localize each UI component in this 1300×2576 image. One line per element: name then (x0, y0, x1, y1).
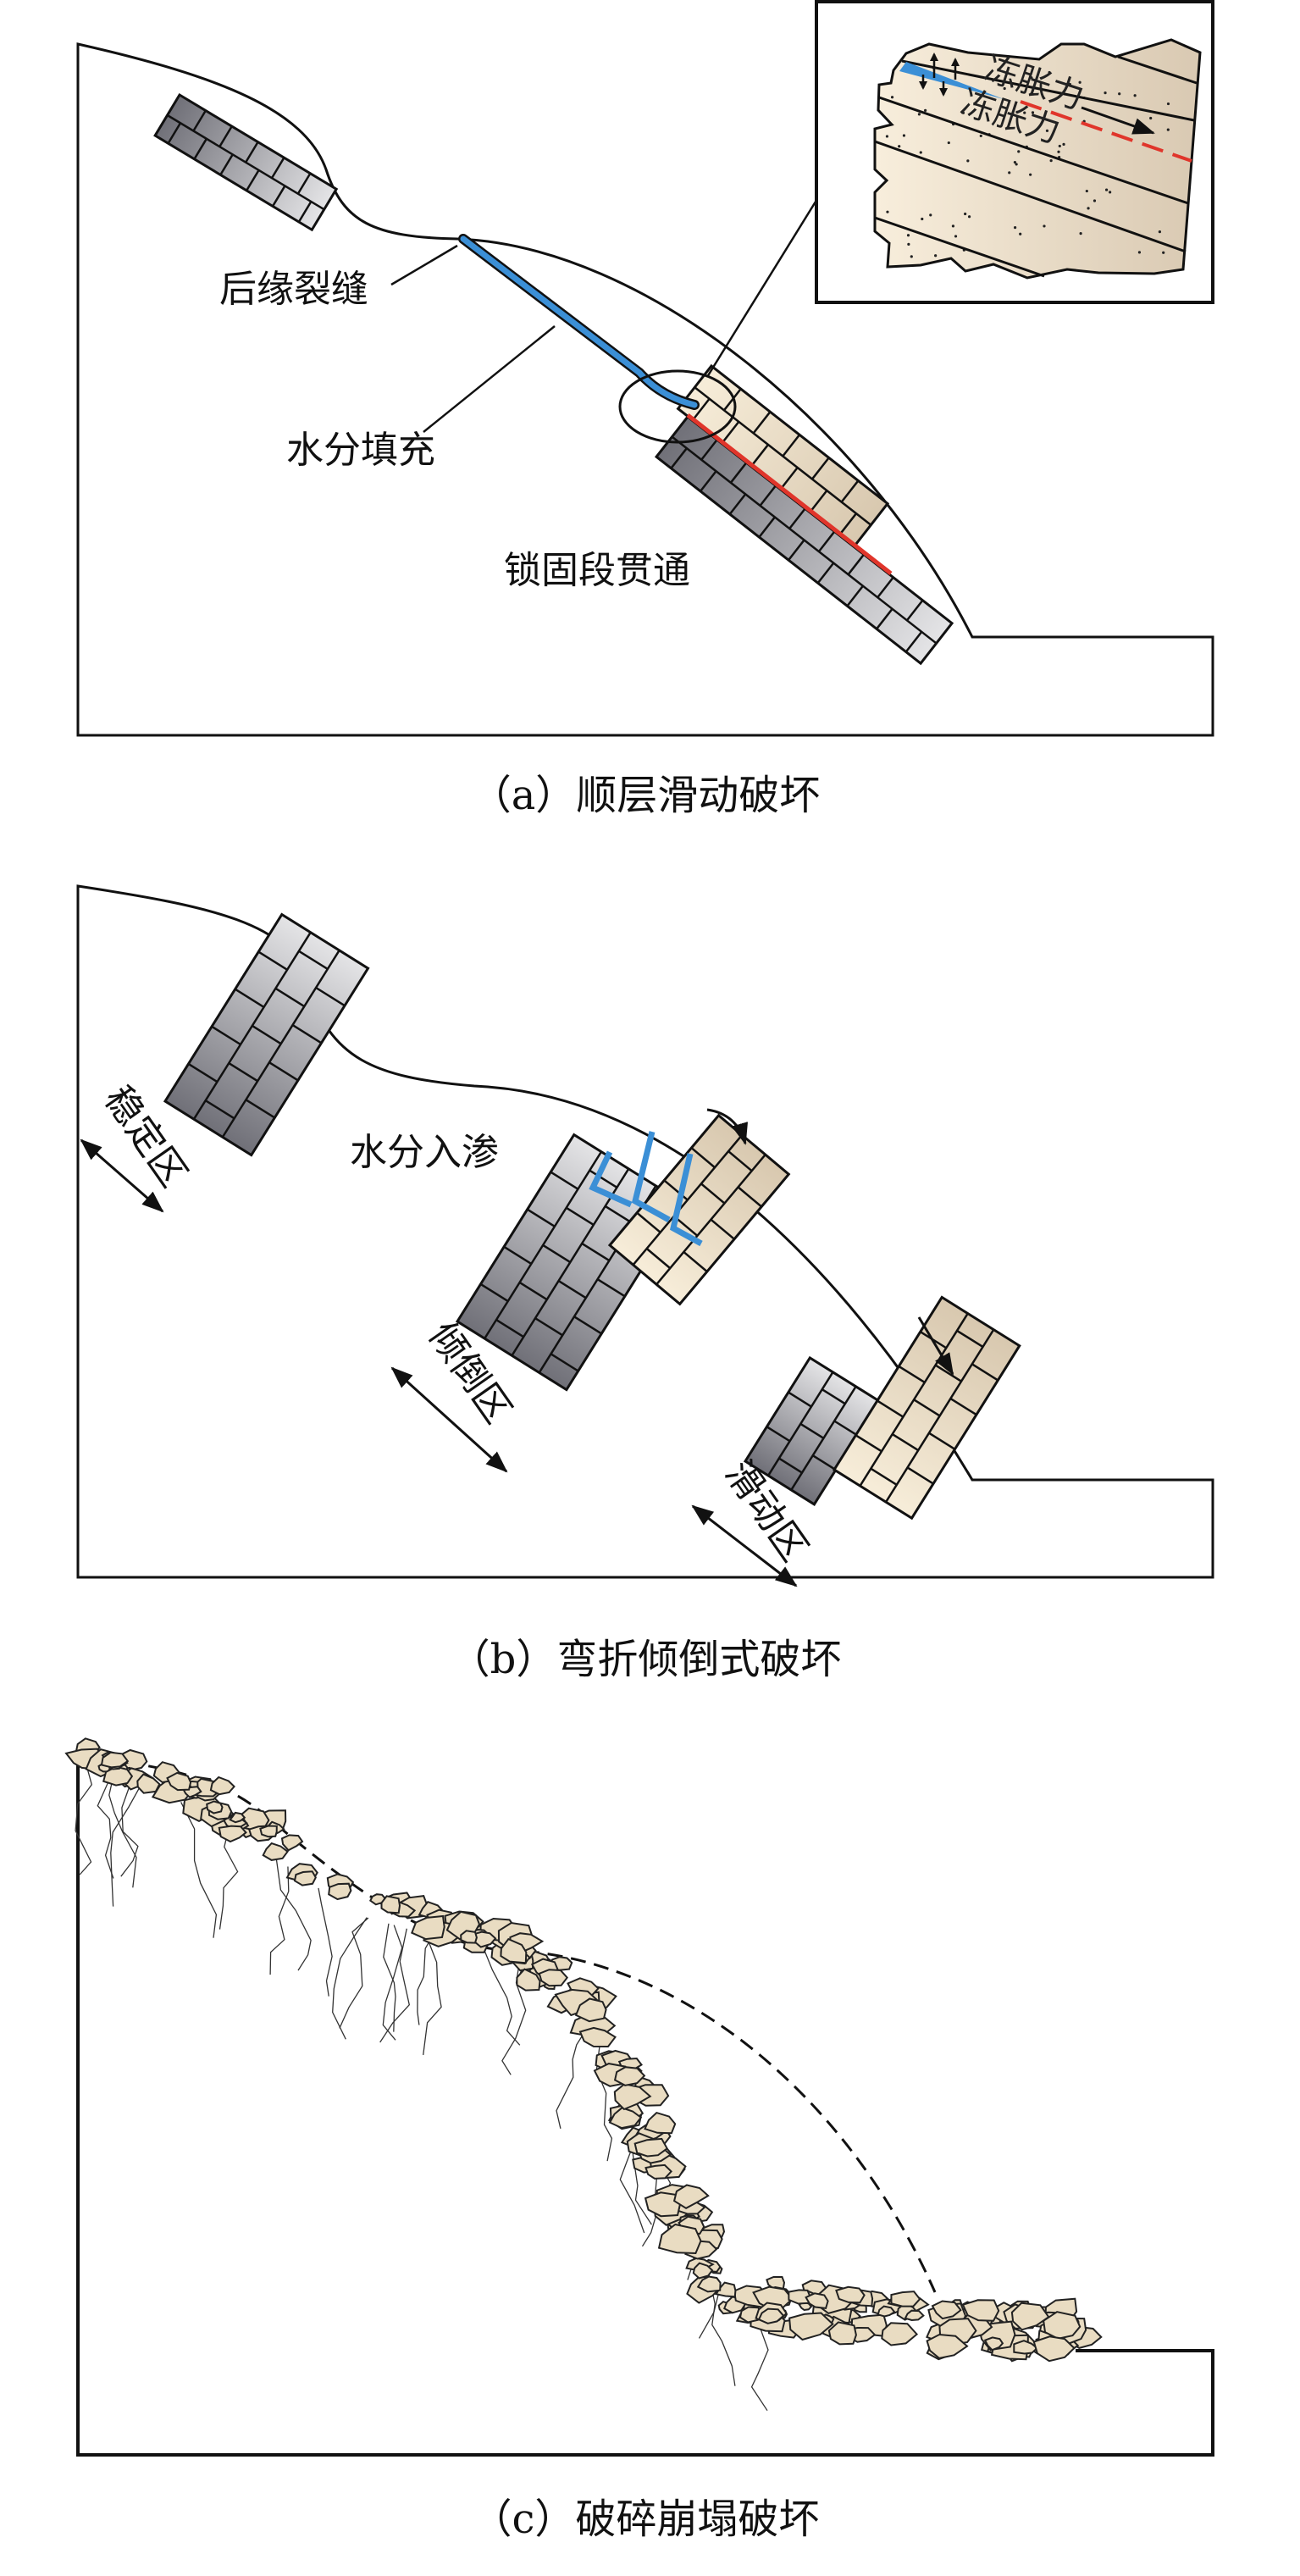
rock-fragment (961, 2299, 1000, 2322)
rock-debris (64, 1737, 1103, 2363)
panel-b: 水分入渗 稳定区 倾倒区 滑动区 （b）弯折倾倒式破坏 (76, 884, 1214, 1683)
rock-block (654, 414, 954, 666)
rock-block (832, 1295, 1021, 1521)
inset-frost-heave: 冻胀力 冻胀力 (815, 0, 1214, 304)
rock-fragment (644, 2191, 681, 2218)
rock-block (743, 1355, 881, 1506)
rock-fragment (578, 2026, 617, 2048)
rock-fragment (136, 1773, 161, 1794)
rock-fragment (644, 2163, 672, 2180)
rock-fragment (1010, 2302, 1050, 2331)
rock-fragment (516, 1968, 541, 1992)
rock-fragment (805, 2292, 829, 2309)
caption-a: （a）顺层滑动破坏 (471, 772, 821, 819)
water-wedge (899, 62, 1004, 99)
rock-fragment (206, 1800, 224, 1814)
rock-fragment (166, 1771, 192, 1792)
rock-fragment (696, 2275, 722, 2293)
leader-line (705, 194, 821, 378)
rock-fragment (1013, 2340, 1039, 2355)
rock-fragment (904, 2309, 925, 2322)
label-locked-segment-through: 锁固段贯通 (504, 549, 690, 592)
rock-fragment (100, 1751, 130, 1769)
rock-fragment (757, 2307, 785, 2324)
rock-fragment (613, 2066, 646, 2086)
rock-block (163, 912, 370, 1157)
label-water-infiltration: 水分入渗 (350, 1131, 499, 1174)
stable-zone-dimension (80, 1138, 164, 1213)
rock-fragment (890, 2291, 921, 2307)
rock-fragment (262, 1842, 289, 1861)
panel-a: 后缘裂缝 水分填充 锁固段贯通 冻胀力 冻胀力 （a） (76, 0, 1214, 819)
caption-b: （b）弯折倾倒式破坏 (450, 1636, 842, 1683)
rock-fragment (1032, 2335, 1076, 2363)
rock-fragment (827, 2321, 857, 2346)
rock-fragment (613, 2083, 652, 2111)
water-infiltration-channel (589, 1131, 703, 1247)
rock-fragment (293, 1870, 317, 1886)
rock-fragment (926, 2333, 969, 2359)
rock-fragment (102, 1765, 134, 1787)
label-water-fill: 水分填充 (286, 429, 435, 472)
sliding-arrow (917, 1316, 954, 1376)
rock-fragment (280, 1834, 304, 1852)
rock-fragment (672, 2184, 710, 2209)
caption-c: （c）破碎崩塌破坏 (472, 2496, 820, 2543)
rock-fragment (218, 1825, 247, 1843)
rock-fragment (835, 2285, 866, 2304)
rock-fragment (259, 1825, 278, 1838)
original-slope-dashed (77, 1754, 937, 2293)
rock-fragment (788, 2289, 811, 2305)
rock-fragment (692, 2262, 714, 2280)
toppling-zone-dimension (390, 1366, 508, 1473)
frame (76, 1756, 1214, 2457)
rock-fragment (380, 1895, 401, 1914)
rock-block (455, 1133, 685, 1392)
rock-fragment (538, 1969, 569, 1987)
label-rear-crack: 后缘裂缝 (219, 268, 368, 311)
rock-fragment (877, 2305, 896, 2318)
rotation-arrow (706, 1108, 749, 1145)
rock-fragment (460, 1930, 478, 1944)
detail-ellipse (618, 369, 737, 444)
slip-surface-line (686, 413, 893, 575)
rock-fragment (657, 2223, 702, 2255)
leader-line (390, 244, 458, 286)
rock-fragment (229, 1811, 246, 1824)
rock-fragment (608, 2107, 643, 2130)
rock-fragment (500, 1937, 528, 1964)
slope-profile (76, 884, 1214, 1579)
rock-fragment (411, 1914, 445, 1941)
panel-c: （c）破碎崩塌破坏 (64, 1737, 1214, 2543)
rock-fragment (209, 1776, 235, 1796)
rock-fragment (881, 2322, 919, 2346)
frost-heave-arrow (1081, 106, 1155, 135)
slope-profile (76, 42, 1214, 737)
rock-columns (163, 912, 1021, 1521)
rock-fragment (644, 2111, 677, 2135)
rock-fragment (931, 2300, 962, 2320)
rock-fragment (328, 1882, 352, 1901)
leader-line (423, 325, 556, 433)
inset-rock-mass (873, 38, 1202, 280)
rock-fragment (788, 2312, 834, 2341)
rock-block (153, 92, 339, 232)
rock-fragment (1043, 2311, 1081, 2340)
rock-fragment (574, 1997, 607, 2023)
rock-fragment (983, 2336, 1004, 2352)
sliding-zone-dimension (691, 1504, 798, 1587)
rock-block (607, 1113, 791, 1306)
rock-fragment (633, 2137, 669, 2158)
